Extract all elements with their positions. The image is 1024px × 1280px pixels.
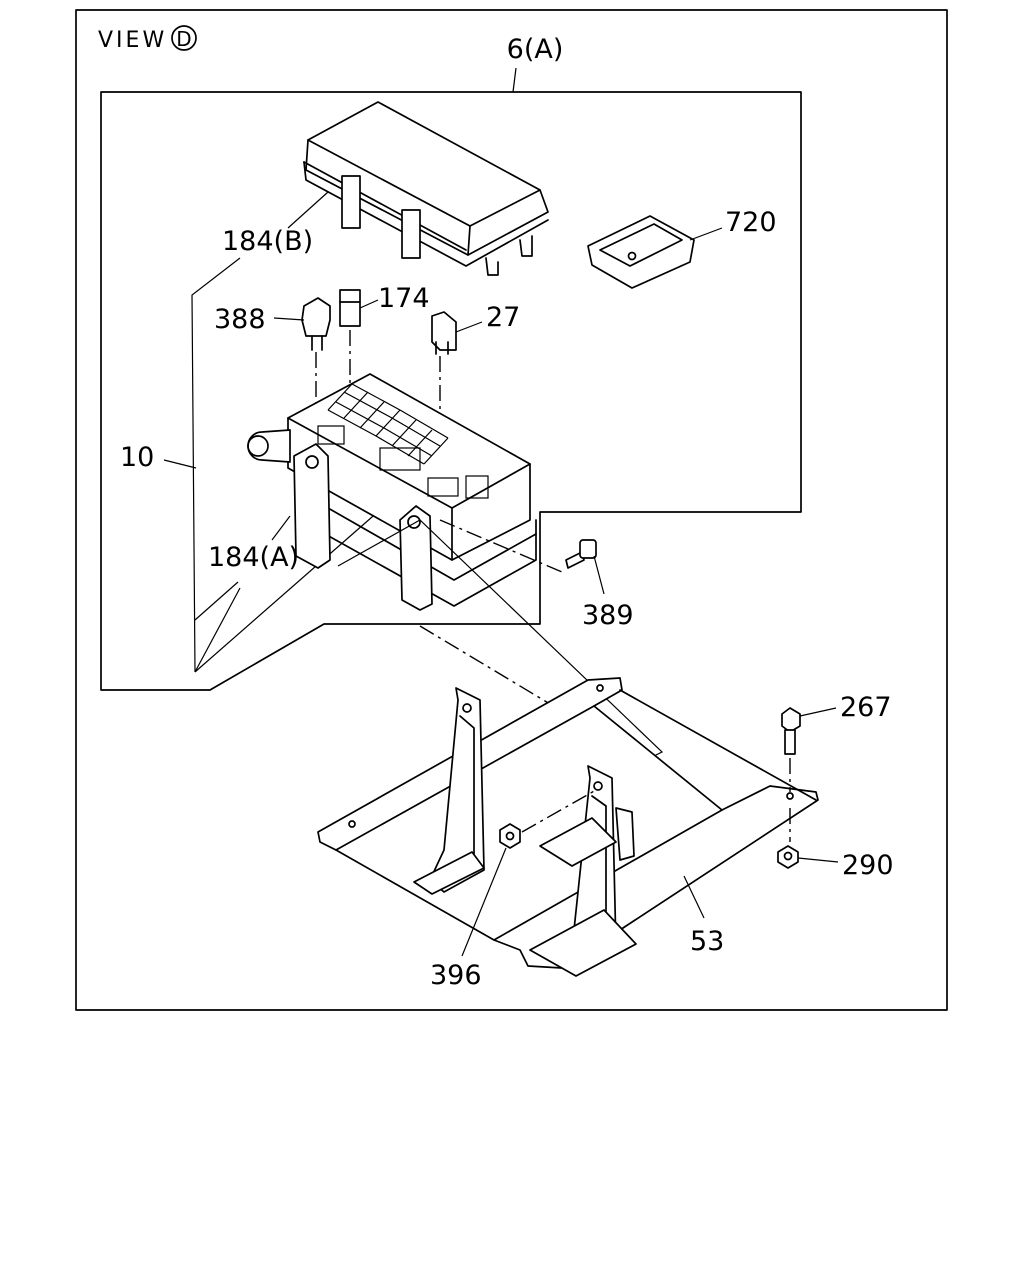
leader-relay (273, 317, 305, 321)
leader-group-left (191, 257, 381, 673)
leader-bolt (799, 707, 837, 717)
callout-nut-right: 290 (842, 850, 894, 881)
leader-assembly (512, 67, 517, 93)
relay-388 (301, 297, 331, 351)
callout-clip: 720 (725, 207, 777, 238)
fuse-box-body (247, 373, 537, 611)
view-marker-letter: D (176, 27, 191, 51)
view-marker-circle: D (171, 25, 197, 51)
callout-nut-left: 396 (430, 960, 482, 991)
callout-bracket: 53 (690, 926, 724, 957)
leader-bracket (683, 875, 705, 919)
screw-389 (565, 539, 597, 569)
leader-fuse (455, 321, 483, 333)
callout-fuse-small: 174 (378, 283, 430, 314)
outer-frame (75, 9, 948, 1011)
nut-290 (777, 845, 799, 869)
leader-nut-left (461, 847, 507, 957)
bracket-53 (317, 677, 819, 977)
leader-cover-lock-a (271, 515, 291, 541)
callout-assembly: 6(A) (507, 34, 564, 65)
fuse-box-cover (303, 101, 549, 276)
dash-screw (439, 519, 563, 573)
view-label: VIEW (98, 28, 167, 53)
bolt-267 (781, 707, 801, 755)
leader-screw (593, 555, 605, 595)
callout-relay: 388 (214, 304, 266, 335)
leader-clip (689, 227, 723, 241)
leader-fuse-small (359, 299, 379, 309)
leader-nut-right (797, 857, 839, 863)
dash-nut-left (521, 789, 597, 833)
callout-bolt: 267 (840, 692, 892, 723)
callout-fuse: 27 (486, 302, 520, 333)
callout-screw: 389 (582, 600, 634, 631)
leader-fuse-box (163, 459, 197, 469)
assembly-boundary (100, 91, 802, 691)
fuse-174 (339, 289, 361, 327)
clip-720 (587, 215, 695, 289)
callout-fuse-box: 10 (120, 442, 154, 473)
callout-cover-lock-b: 184(B) (222, 226, 313, 257)
leader-cover-lock-b (287, 191, 329, 229)
fuse-27 (431, 311, 457, 355)
nut-396 (499, 823, 521, 849)
callout-cover-lock-a: 184(A) (208, 542, 299, 573)
dash-mount (419, 625, 571, 717)
